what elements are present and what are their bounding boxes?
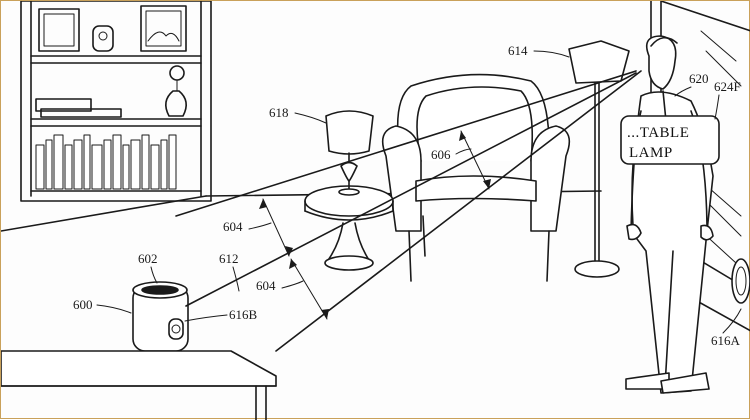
book-spine <box>73 139 83 190</box>
label-604-a: 604 <box>223 219 243 234</box>
label-616b: 616B <box>229 307 258 322</box>
book-spine <box>53 134 64 190</box>
book-spine <box>130 139 141 190</box>
label-612: 612 <box>219 251 239 266</box>
armchair <box>381 73 571 282</box>
label-618: 618 <box>269 105 289 120</box>
label-624f: 624F <box>714 79 741 94</box>
book-spine <box>150 144 160 190</box>
book-spine <box>83 134 91 190</box>
bubble-line-2: LAMP <box>629 145 673 161</box>
book-spine <box>112 134 122 190</box>
speech-bubble: ...TABLE LAMP <box>620 115 720 165</box>
book-spine <box>35 144 45 190</box>
label-616a: 616A <box>711 333 741 348</box>
book-spine <box>103 139 112 190</box>
book-spine <box>141 134 150 190</box>
bubble-line-1: ...TABLE <box>627 125 689 141</box>
table-lamp <box>325 110 374 196</box>
sensing-lines <box>175 70 642 352</box>
label-614: 614 <box>508 43 528 58</box>
wall-sensor <box>731 258 750 304</box>
label-604-b: 604 <box>256 278 276 293</box>
book-spine <box>91 144 103 190</box>
smart-speaker <box>132 281 189 352</box>
book-spine <box>45 139 53 190</box>
label-620: 620 <box>689 71 709 86</box>
reference-labels: 602 600 612 616B 604 604 618 606 614 620… <box>73 43 742 348</box>
label-602: 602 <box>138 251 158 266</box>
side-table <box>304 185 394 271</box>
book-spine <box>64 144 73 190</box>
label-606: 606 <box>431 147 451 162</box>
book-spine <box>168 134 177 190</box>
bookshelf <box>20 1 212 202</box>
label-600: 600 <box>73 297 93 312</box>
floor-lamp <box>568 40 630 278</box>
front-table <box>1 350 277 420</box>
book-spine <box>160 139 168 190</box>
book-spine <box>122 144 130 190</box>
person <box>625 35 714 394</box>
